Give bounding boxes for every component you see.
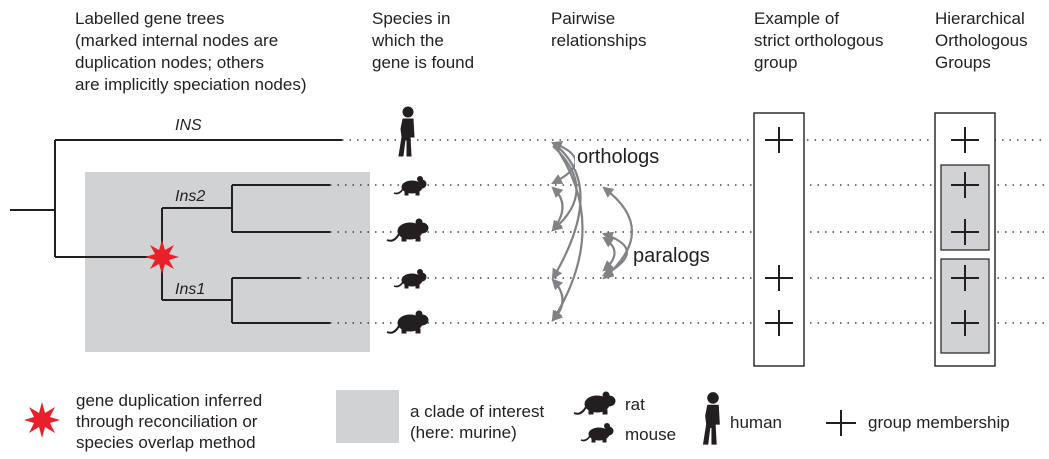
strict-group-plus-icon — [765, 127, 793, 153]
label-ins2: Ins2 — [175, 188, 206, 205]
hog-plus-icon — [951, 172, 979, 198]
legend-rat-icon — [573, 391, 616, 415]
header-gene-trees: Labelled gene trees (marked internal nod… — [75, 9, 307, 94]
header-pairwise: Pairwise relationships — [551, 9, 647, 50]
label-ins: INS — [175, 117, 202, 134]
legend-duplication-text: gene duplication inferred through reconc… — [76, 391, 263, 452]
mouse-icon — [393, 175, 427, 196]
legend-rat-text: rat — [625, 395, 645, 414]
label-paralogs: paralogs — [631, 245, 712, 268]
legend-duplication-star-icon — [24, 402, 60, 438]
legend-human-icon — [703, 392, 720, 445]
hog-plus-icon — [951, 219, 979, 245]
mouse-icon — [393, 268, 427, 289]
legend-clade-text: a clade of interest (here: murine) — [410, 402, 545, 442]
legend-membership-text: group membership — [868, 413, 1010, 432]
label-ins1: Ins1 — [175, 281, 206, 298]
hog-plus-icon — [951, 265, 979, 291]
clade-highlight — [85, 172, 370, 352]
hog-plus-icon — [951, 127, 979, 153]
guide-lines — [300, 139, 1045, 324]
strict-group-markers — [765, 127, 793, 336]
paralog-arrows — [601, 186, 634, 280]
header-strict-group: Example of strict orthologous group — [754, 9, 884, 72]
legend-mouse-text: mouse — [625, 425, 677, 444]
rat-icon — [386, 218, 429, 242]
legend-plus-icon — [826, 410, 856, 436]
header-hog: Hierarchical Orthologous Groups — [935, 9, 1028, 72]
rat-icon — [386, 310, 429, 334]
legend-clade-swatch — [336, 390, 399, 443]
strict-group-plus-icon — [765, 265, 793, 291]
hog-plus-icon — [951, 310, 979, 336]
label-orthologs: orthologs — [575, 146, 662, 169]
header-species: Species in which the gene is found — [372, 9, 475, 72]
human-icon — [398, 106, 415, 157]
duplication-star — [145, 240, 179, 274]
species-icons — [386, 106, 429, 334]
hog-markers — [951, 127, 979, 336]
strict-group-plus-icon — [765, 310, 793, 336]
legend-mouse-icon — [580, 422, 614, 443]
legend-human-text: human — [730, 413, 782, 432]
